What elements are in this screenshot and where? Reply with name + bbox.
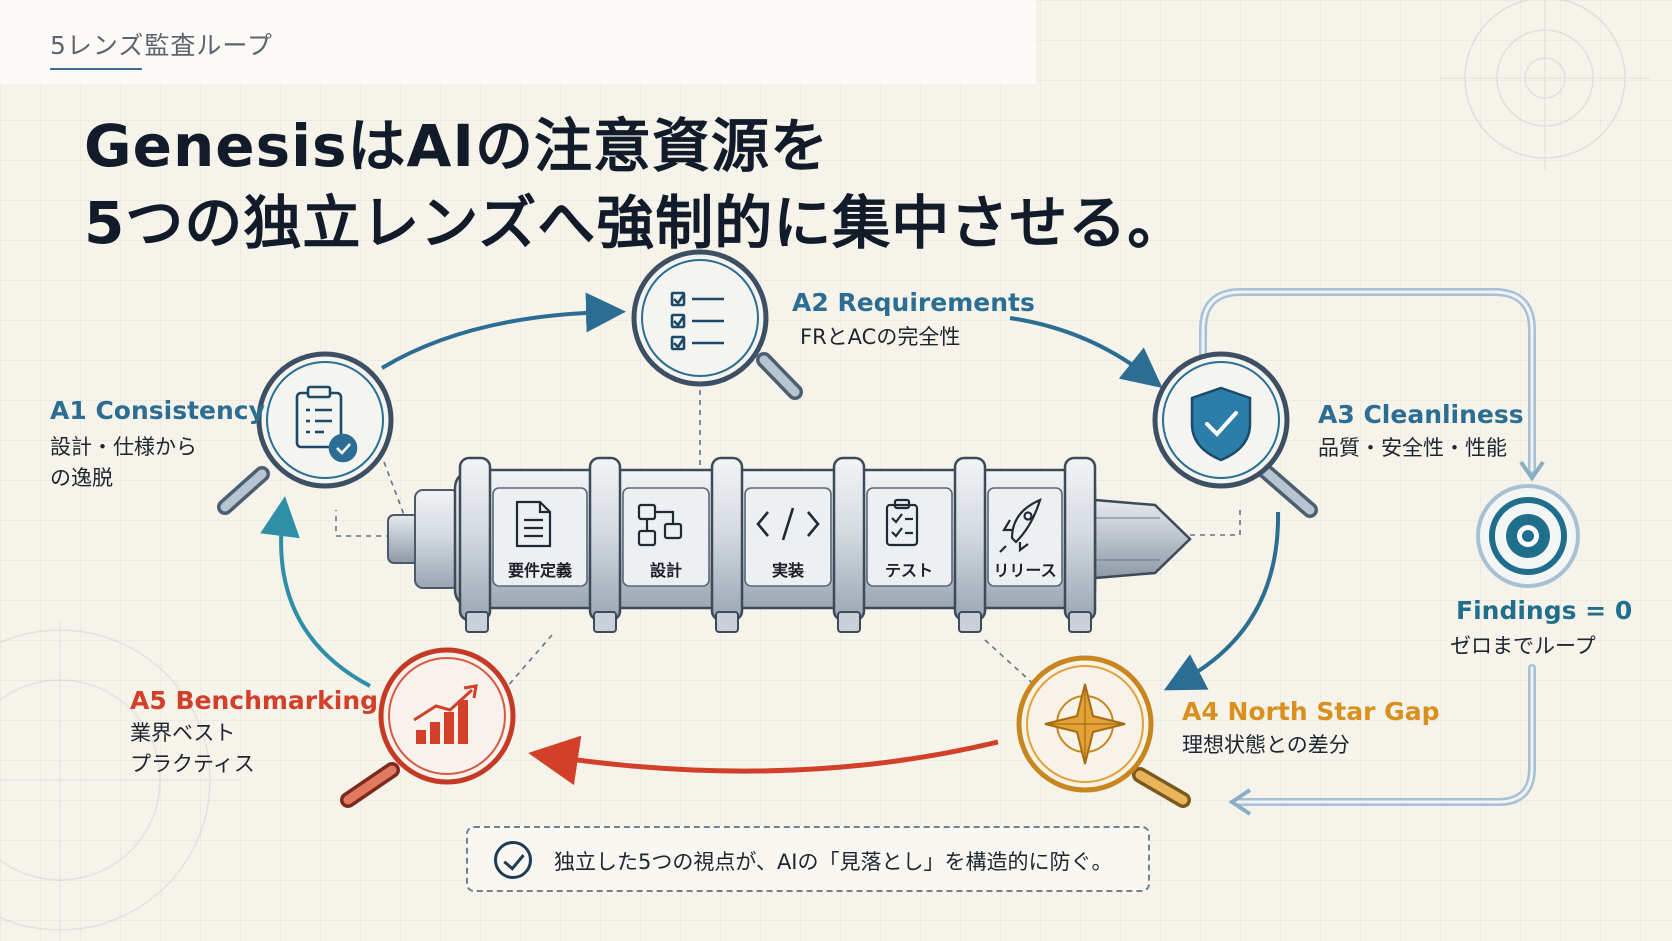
checklist-icon: [670, 291, 724, 351]
stage-label-requirements: 要件定義: [507, 561, 572, 580]
section-underline: [50, 68, 142, 70]
test-checklist-icon: [885, 498, 919, 547]
lens-a2-desc: FRとACの完全性: [800, 325, 961, 349]
summary-callout: 独立した5つの視点が、AIの「見落とし」を構造的に防ぐ。: [466, 826, 1150, 892]
code-icon: [756, 507, 820, 541]
rocket-icon: [999, 498, 1042, 553]
decorative-compass-top-right: [1440, 0, 1650, 170]
lens-a4-title: A4 North Star Gap: [1182, 697, 1440, 726]
stage-label-release: リリース: [993, 561, 1057, 580]
findings-title: Findings = 0: [1456, 596, 1633, 625]
stage-label-implementation: 実装: [771, 561, 804, 580]
flow-diagram-icon: [637, 503, 683, 547]
lens-a3-title: A3 Cleanliness: [1318, 400, 1524, 429]
lens-a2-magnifier: [631, 249, 803, 400]
lens-a1-magnifier: [217, 351, 394, 515]
lens-connectors: [335, 390, 1241, 691]
document-icon: [515, 500, 552, 548]
stage-label-design: 設計: [649, 561, 682, 580]
arrow-a3-to-a4: [1163, 511, 1281, 691]
target-icon: [1476, 484, 1580, 588]
arrow-a1-to-a2: [380, 292, 626, 370]
lens-a1-desc-line-1: 設計・仕様から: [50, 435, 197, 459]
check-circle-icon: [494, 841, 532, 879]
headline-line-2: 5つの独立レンズへ強制的に集中させる。: [84, 189, 1187, 257]
headline-line-1: GenesisはAIの注意資源を: [84, 112, 829, 180]
lens-a2-title: A2 Requirements: [792, 288, 1035, 317]
section-label: 5レンズ監査ループ: [50, 31, 273, 60]
pipeline: [387, 456, 1192, 633]
lens-a4-desc: 理想状態との差分: [1182, 733, 1350, 757]
clipboard-check-icon: [295, 385, 358, 463]
arrow-a5-to-a1: [260, 496, 371, 688]
growth-chart-icon: [413, 684, 478, 744]
lens-a5-desc-line-1: 業界ベスト: [130, 721, 236, 745]
lens-a1-title: A1 Consistency: [50, 396, 265, 425]
decorative-compass-bottom-left: [0, 620, 240, 941]
compass-star-icon: [1044, 683, 1126, 765]
lens-a1-desc-line-2: の逸脱: [50, 466, 113, 490]
page-title: GenesisはAIの注意資源を 5つの独立レンズへ強制的に集中させる。: [84, 108, 1186, 262]
lens-a3-desc: 品質・安全性・性能: [1318, 436, 1507, 460]
lens-a5-desc-line-2: プラクティス: [130, 752, 255, 776]
arrow-a4-to-a5: [528, 735, 999, 786]
callout-text: 独立した5つの視点が、AIの「見落とし」を構造的に防ぐ。: [554, 850, 1113, 874]
stage-label-test: テスト: [884, 561, 933, 580]
arrow-a2-to-a3: [1009, 316, 1163, 388]
header-band: [0, 0, 1036, 84]
lens-a5-title: A5 Benchmarking: [130, 686, 379, 715]
shield-check-icon: [1190, 386, 1252, 462]
findings-desc: ゼロまでループ: [1450, 634, 1596, 658]
